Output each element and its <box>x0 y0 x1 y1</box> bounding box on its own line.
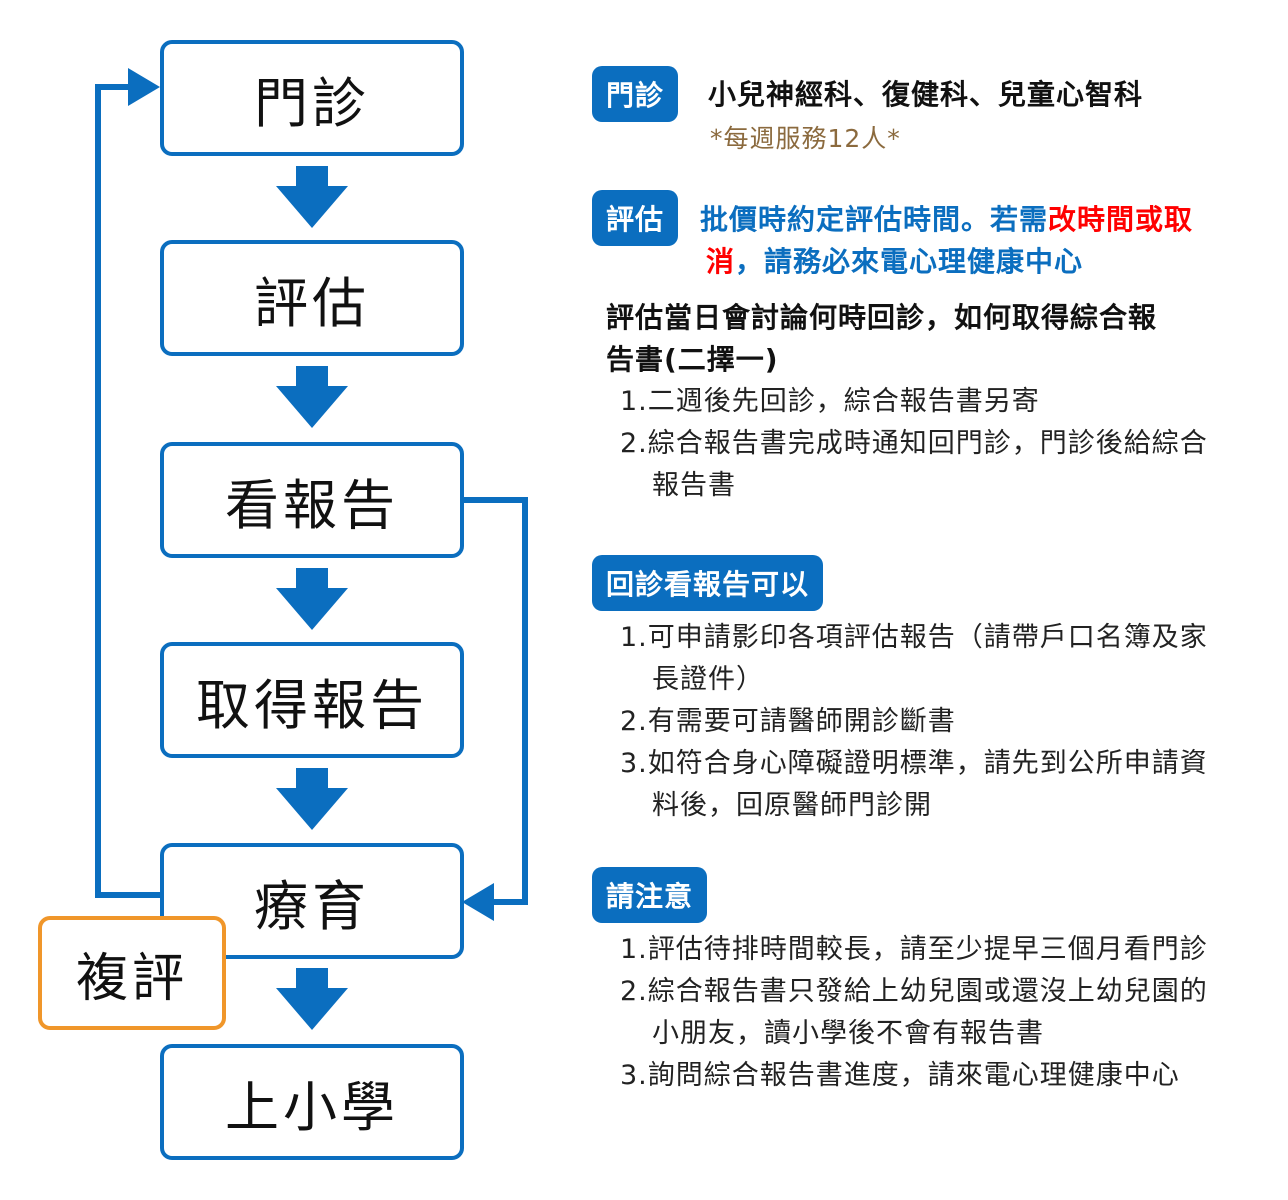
step-view-report: 看報告 <box>160 442 464 558</box>
down-arrow-icon <box>276 968 348 1030</box>
followup-badge: 回診看報告可以 <box>592 555 824 611</box>
notice-item: 1.評估待排時間較長，請至少提早三個月看門診 <box>620 934 1208 965</box>
step-assessment: 評估 <box>160 240 464 356</box>
step-elementary-school: 上小學 <box>160 1044 464 1160</box>
followup-item: 1.可申請影印各項評估報告（請帶戶口名簿及家 <box>620 622 1208 653</box>
text-red: 消 <box>706 245 736 278</box>
notice-item: 3.詢問綜合報告書進度，請來電心理健康中心 <box>620 1060 1180 1091</box>
assessment-badge: 評估 <box>592 190 679 246</box>
followup-item: 3.如符合身心障礙證明標準，請先到公所申請資 <box>620 748 1208 779</box>
discussion-heading-cont: 告書(二擇一) <box>606 343 779 376</box>
clinic-badge: 門診 <box>592 66 679 122</box>
option-item: 1.二週後先回診，綜合報告書另寄 <box>620 386 1040 417</box>
step-reassessment: 複評 <box>38 916 226 1030</box>
down-arrows <box>276 166 348 1030</box>
discussion-heading: 評估當日會討論何時回診，如何取得綜合報 <box>606 301 1158 334</box>
text-red: 改時間或取 <box>1048 203 1194 236</box>
step-get-report: 取得報告 <box>160 642 464 758</box>
down-arrow-icon <box>276 166 348 228</box>
down-arrow-icon <box>276 768 348 830</box>
followup-item-cont: 長證件） <box>652 664 764 695</box>
followup-item: 2.有需要可請醫師開診斷書 <box>620 706 956 737</box>
assessment-instruction-line1: 批價時約定評估時間。若需改時間或取 <box>700 203 1193 237</box>
followup-item-cont: 料後，回原醫師門診開 <box>652 790 932 821</box>
text-blue: ，請務必來電心理健康中心 <box>735 245 1084 278</box>
clinic-departments: 小兒神經科、復健科、兒童心智科 <box>708 78 1144 111</box>
down-arrow-icon <box>276 366 348 428</box>
option-item-cont: 報告書 <box>652 470 736 501</box>
loop-back-arrow <box>95 68 160 898</box>
notice-badge: 請注意 <box>592 867 708 923</box>
text-blue: 批價時約定評估時間。若需 <box>700 203 1049 236</box>
option-item: 2.綜合報告書完成時通知回門診，門診後給綜合 <box>620 428 1208 459</box>
clinic-note: *每週服務12人* <box>710 124 901 153</box>
assessment-instruction-line2: 消，請務必來電心理健康中心 <box>706 245 1083 279</box>
skip-arrow <box>460 497 528 921</box>
notice-item: 2.綜合報告書只發給上幼兒園或還沒上幼兒園的 <box>620 976 1208 1007</box>
notice-item-cont: 小朋友，讀小學後不會有報告書 <box>652 1018 1044 1049</box>
down-arrow-icon <box>276 568 348 630</box>
step-clinic: 門診 <box>160 40 464 156</box>
